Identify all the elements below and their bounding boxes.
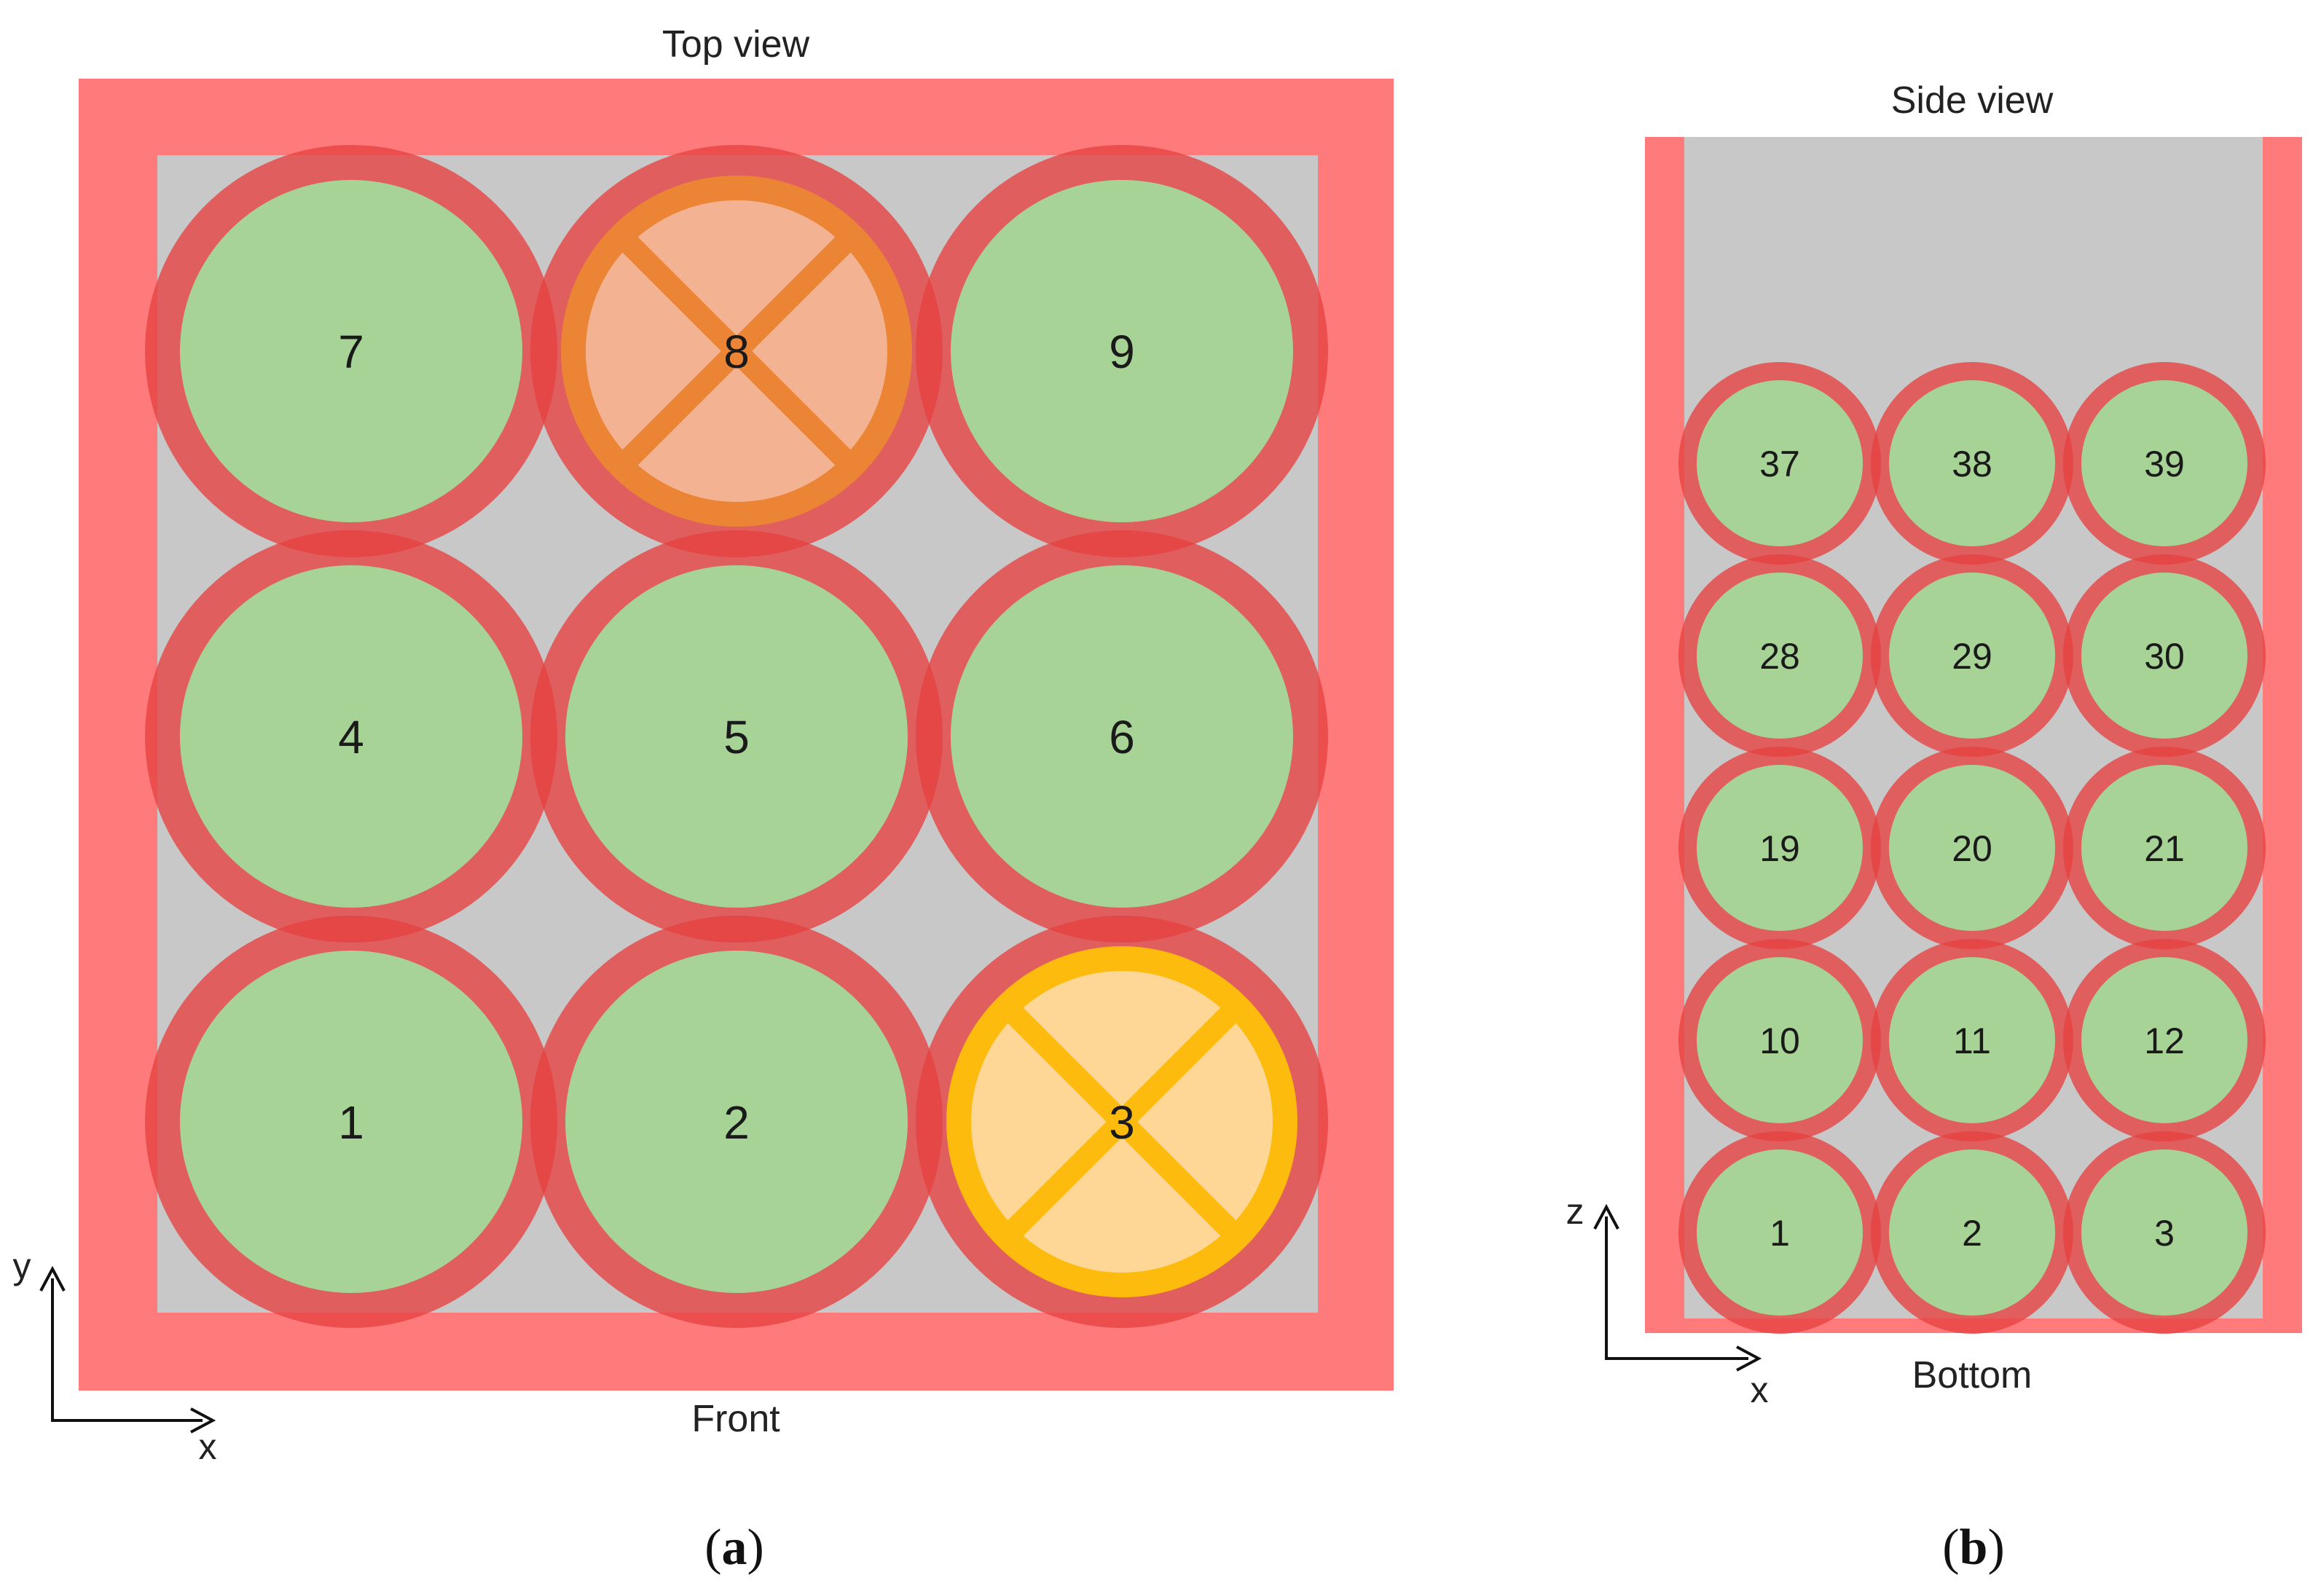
side-view-z-axis-label: z	[1566, 1191, 1584, 1232]
side-cell-10: 10	[1678, 939, 1881, 1141]
side-cell-11: 11	[1871, 939, 2073, 1141]
side-view-z-arrowhead	[1593, 1203, 1619, 1230]
cell-number: 9	[1109, 326, 1135, 378]
cell-body	[1889, 1149, 2055, 1316]
cell-body	[565, 565, 908, 908]
cell-body	[1697, 573, 1863, 739]
top-view-cell-grid: 7 8 9 4 5 6 1 2 3	[145, 145, 1328, 1328]
cell-body	[180, 951, 522, 1293]
top-cell-3: 3	[916, 916, 1328, 1328]
cell-body	[2081, 957, 2247, 1123]
cell-number: 1	[338, 1096, 364, 1149]
top-view-y-axis-label: y	[13, 1246, 31, 1286]
cell-body	[2081, 1149, 2247, 1316]
cell-number: 19	[1759, 828, 1800, 869]
cell-number: 29	[1952, 636, 1992, 677]
cell-number: 2	[723, 1096, 750, 1149]
cell-body	[1889, 573, 2055, 739]
cell-number: 37	[1759, 444, 1800, 484]
side-view-title: Side view	[1891, 79, 2054, 122]
side-cell-29: 29	[1871, 554, 2073, 757]
side-view-x-arrowhead	[1736, 1345, 1762, 1372]
failed-cell-cross-stroke	[999, 999, 1245, 1245]
side-view-bottom-label: Bottom	[1912, 1354, 2033, 1396]
cell-number: 1	[1770, 1213, 1790, 1254]
cell-number: 6	[1109, 711, 1135, 763]
cell-body	[1697, 957, 1863, 1123]
cell-body	[1889, 765, 2055, 931]
cell-number: 38	[1952, 444, 1992, 484]
failed-cell-cross-stroke	[613, 228, 860, 474]
top-cell-2: 2	[530, 916, 943, 1328]
cell-number: 39	[2144, 444, 2185, 484]
top-view-title: Top view	[662, 23, 810, 66]
cell-number: 5	[723, 711, 750, 763]
cell-body	[180, 565, 522, 908]
top-cell-9: 9	[916, 145, 1328, 557]
cell-body	[2081, 380, 2247, 546]
side-cell-3: 3	[2063, 1131, 2266, 1334]
cell-body	[180, 180, 522, 522]
side-cell-19: 19	[1678, 747, 1881, 949]
cell-body	[951, 565, 1293, 908]
cell-number: 3	[2154, 1213, 2175, 1254]
top-view-y-arrowhead	[39, 1265, 66, 1292]
side-cell-38: 38	[1871, 362, 2073, 565]
top-cell-6: 6	[916, 530, 1328, 943]
side-cell-20: 20	[1871, 747, 2073, 949]
cell-number: 28	[1759, 636, 1800, 677]
top-view-caption: (a)	[704, 1520, 764, 1576]
cell-body	[1889, 957, 2055, 1123]
cell-number: 4	[338, 711, 364, 763]
cell-body	[1889, 380, 2055, 546]
side-view-x-axis-label: x	[1751, 1369, 1769, 1410]
cell-protection-ring	[916, 916, 1328, 1328]
cell-body	[1697, 380, 1863, 546]
cell-body	[951, 180, 1293, 522]
side-cell-28: 28	[1678, 554, 1881, 757]
top-view-front-label: Front	[691, 1398, 780, 1440]
side-view-caption: (b)	[1942, 1520, 2005, 1576]
top-cell-7: 7	[145, 145, 557, 557]
cell-number: 8	[723, 326, 750, 378]
side-cell-30: 30	[2063, 554, 2266, 757]
top-cell-5: 5	[530, 530, 943, 943]
side-cell-12: 12	[2063, 939, 2266, 1141]
cell-protection-ring	[2063, 1131, 2266, 1334]
cell-number: 3	[1109, 1096, 1135, 1149]
top-view-panel: Top view 7 8 9 4 5 6 1 2 3 Front y x (a)	[13, 23, 1394, 1576]
cell-number: 20	[1952, 828, 1992, 869]
cell-body	[565, 951, 908, 1293]
side-cell-37: 37	[1678, 362, 1881, 565]
cell-body	[2081, 765, 2247, 931]
top-cell-1: 1	[145, 916, 557, 1328]
side-cell-39: 39	[2063, 362, 2266, 565]
top-cell-4: 4	[145, 530, 557, 943]
side-cell-1: 1	[1678, 1131, 1881, 1334]
side-cell-21: 21	[2063, 747, 2266, 949]
cell-number: 11	[1953, 1021, 1991, 1061]
cell-number: 30	[2144, 636, 2185, 677]
cell-body	[1697, 765, 1863, 931]
top-view-x-arrowhead	[190, 1407, 216, 1434]
cell-body	[2081, 573, 2247, 739]
cell-body	[1697, 1149, 1863, 1316]
cell-number: 2	[1962, 1213, 1982, 1254]
cell-number: 7	[338, 326, 364, 378]
top-view-axes: y x	[13, 1246, 217, 1467]
side-cell-2: 2	[1871, 1131, 2073, 1334]
cell-number: 10	[1759, 1021, 1800, 1061]
side-view-axes: z x	[1566, 1191, 1769, 1410]
top-view-x-axis-label: x	[199, 1426, 217, 1467]
cell-number: 12	[2144, 1021, 2185, 1061]
cell-number: 21	[2144, 828, 2185, 869]
top-cell-8: 8	[530, 145, 943, 557]
